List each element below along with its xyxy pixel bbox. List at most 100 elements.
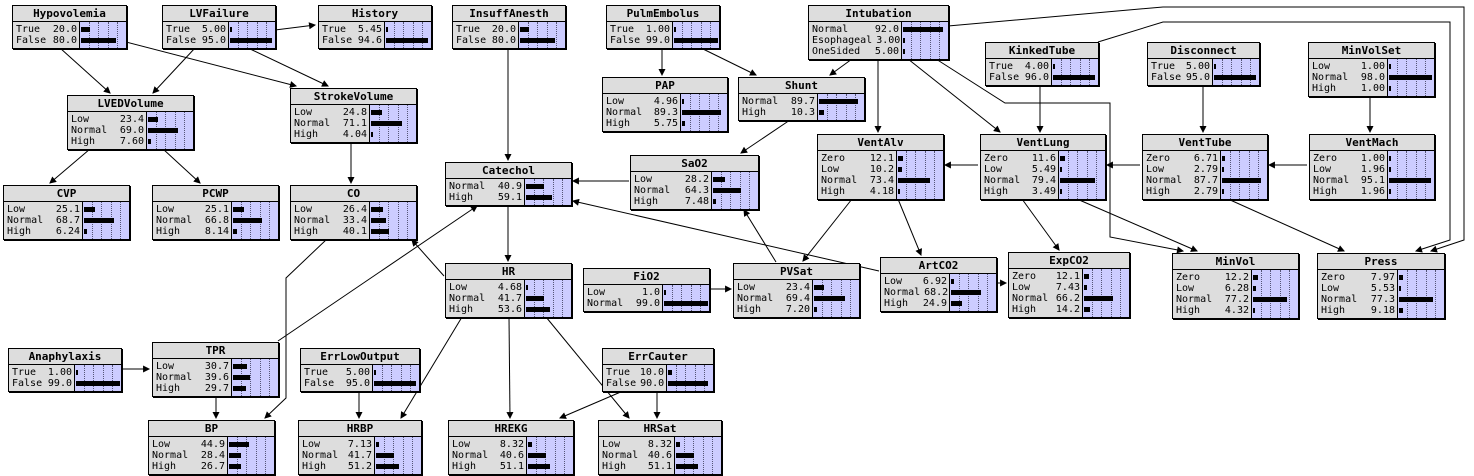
node-title[interactable]: MinVolSet: [1309, 43, 1434, 59]
node-title[interactable]: StrokeVolume: [291, 89, 416, 105]
node-title[interactable]: Intubation: [809, 6, 948, 22]
node-title[interactable]: LVEDVolume: [68, 96, 193, 112]
probability-bar: [148, 117, 159, 122]
probability-bar: [229, 464, 241, 469]
state-label: True: [304, 367, 329, 378]
node-title[interactable]: ErrLowOutput: [301, 349, 419, 365]
edge-arrow-LVFailure-LVEDVolume: [152, 47, 196, 94]
node-title[interactable]: MinVol: [1173, 254, 1298, 270]
node-title[interactable]: ArtCO2: [881, 258, 996, 274]
node-title[interactable]: Catechol: [446, 163, 571, 179]
node-title[interactable]: VentMach: [1310, 135, 1434, 151]
node-title[interactable]: HR: [446, 264, 571, 280]
node-title[interactable]: InsuffAnesth: [453, 6, 565, 22]
node-title[interactable]: CVP: [4, 186, 129, 202]
state-label: Low: [1146, 164, 1165, 175]
probability-bar: [1389, 167, 1391, 172]
node-title[interactable]: PulmEmbolus: [607, 6, 719, 22]
state-value: 40.6: [647, 450, 672, 461]
edge-arrow-Hypovolemia-LVEDVolume: [59, 47, 111, 94]
probability-bar-area: [1387, 151, 1434, 199]
probability-bar: [676, 464, 699, 469]
node-title[interactable]: TPR: [153, 343, 278, 359]
node-title[interactable]: Disconnect: [1148, 43, 1259, 59]
state-value: 7.60: [119, 136, 144, 147]
node-title[interactable]: VentTube: [1143, 135, 1267, 151]
node-title[interactable]: VentAlv: [818, 135, 943, 151]
state-label: Low: [634, 174, 653, 185]
node-title[interactable]: HREKG: [449, 421, 573, 437]
node-title[interactable]: History: [319, 6, 431, 22]
node-title[interactable]: HRSat: [599, 421, 721, 437]
node-title[interactable]: Press: [1318, 254, 1444, 270]
state-label: High: [452, 461, 477, 472]
node-title[interactable]: CO: [291, 186, 416, 202]
bar-gridline: [1425, 270, 1427, 318]
node-title[interactable]: LVFailure: [163, 6, 275, 22]
node-title[interactable]: VentLung: [981, 135, 1105, 151]
node-title[interactable]: Shunt: [739, 78, 864, 94]
node-title[interactable]: FiO2: [584, 269, 709, 285]
node-title[interactable]: ErrCauter: [603, 349, 713, 365]
node-title[interactable]: PVSat: [734, 264, 859, 280]
bar-gridline: [933, 151, 935, 199]
node-title[interactable]: Hypovolemia: [13, 6, 126, 22]
node-title[interactable]: Anaphylaxis: [9, 349, 121, 365]
state-value: 2.79: [1193, 164, 1218, 175]
state-value: 51.2: [347, 461, 372, 472]
node-title[interactable]: HRBP: [299, 421, 421, 437]
bar-gridline: [247, 22, 249, 48]
node-title[interactable]: ExpCO2: [1009, 253, 1129, 269]
node-title[interactable]: SaO2: [631, 156, 758, 172]
node-title[interactable]: KinkedTube: [986, 43, 1098, 59]
node-title[interactable]: BP: [149, 421, 274, 437]
node-title[interactable]: PAP: [603, 78, 727, 94]
node-title[interactable]: PCWP: [153, 186, 278, 202]
